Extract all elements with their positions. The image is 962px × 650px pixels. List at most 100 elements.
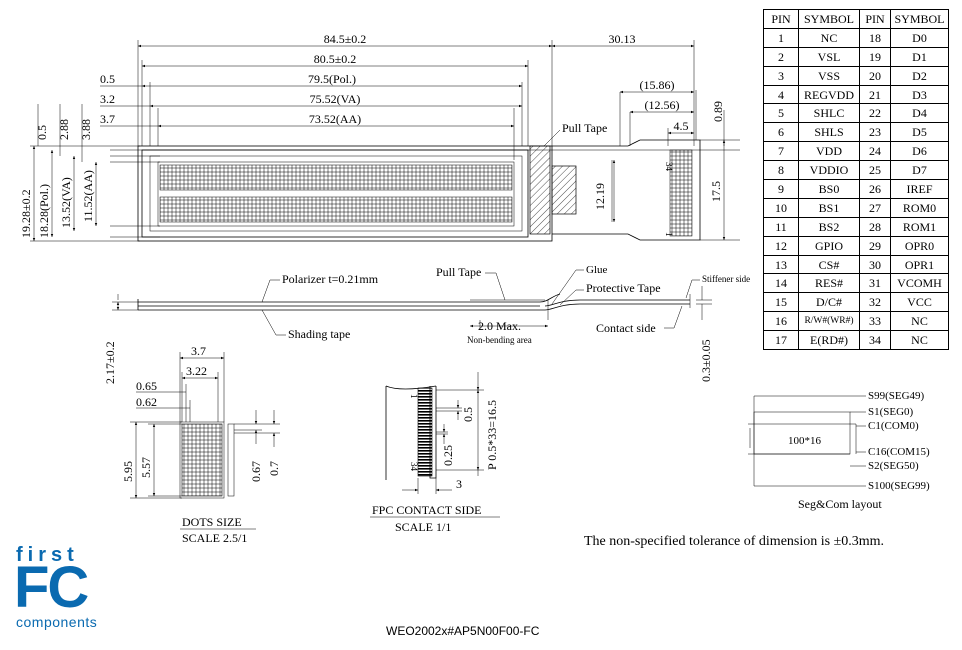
pin-number: 24 bbox=[859, 141, 891, 162]
dot-0-62: 0.62 bbox=[136, 395, 157, 409]
fpc-dim-0-25: 0.25 bbox=[441, 445, 455, 466]
pin-symbol: D/C# bbox=[798, 292, 860, 313]
fpc-contacts-top bbox=[669, 149, 693, 237]
left-dimensions: 19.28±0.2 18.28(Pol.) 13.52(VA) 11.52(AA… bbox=[19, 145, 140, 242]
dot-0-65: 0.65 bbox=[136, 379, 157, 393]
pin-number: 28 bbox=[859, 216, 891, 237]
pin-number: 11 bbox=[763, 216, 799, 237]
shading-tape-label: Shading tape bbox=[288, 327, 350, 341]
pin-number: 25 bbox=[859, 160, 891, 181]
dim-18-28: 18.28(Pol.) bbox=[37, 184, 51, 238]
dot-3-22: 3.22 bbox=[186, 364, 207, 378]
dim-80-5: 80.5±0.2 bbox=[314, 52, 357, 66]
pin-symbol: ROM1 bbox=[890, 216, 949, 237]
pin-number: 17 bbox=[763, 330, 799, 351]
pin-number: 6 bbox=[763, 122, 799, 143]
dots-size-scale: SCALE 2.5/1 bbox=[182, 531, 247, 545]
seg-s1: S1(SEG0) bbox=[868, 406, 914, 418]
pin-number: 26 bbox=[859, 179, 891, 199]
contact-side-label: Contact side bbox=[596, 321, 656, 335]
pin-symbol: BS0 bbox=[798, 179, 860, 199]
pin-number: 20 bbox=[859, 65, 891, 86]
dot-5-95: 5.95 bbox=[121, 461, 135, 482]
pin-number: 18 bbox=[859, 27, 891, 48]
pin-number: 27 bbox=[859, 197, 891, 218]
pin-number: 29 bbox=[859, 235, 891, 256]
pin-symbol: GPIO bbox=[798, 235, 860, 256]
dim-73-52: 73.52(AA) bbox=[309, 112, 361, 126]
fpc-dim-pitch: P 0.5*33=16.5 bbox=[485, 400, 499, 470]
module-top-view bbox=[110, 139, 740, 242]
stiffener-side-label: Stiffener side bbox=[702, 274, 750, 284]
pin-table-header: PIN SYMBOL PIN SYMBOL bbox=[763, 9, 949, 29]
pin-symbol: RES# bbox=[798, 273, 860, 294]
character-matrix bbox=[159, 164, 513, 223]
pin-number: 32 bbox=[859, 292, 891, 313]
pin-number: 34 bbox=[859, 330, 891, 351]
seg-s99: S99(SEG49) bbox=[868, 390, 925, 402]
tolerance-note: The non-specified tolerance of dimension… bbox=[584, 534, 885, 549]
dots-size-detail: 3.7 3.22 0.65 0.62 5.95 5.57 0.67 0.7 bbox=[121, 344, 281, 499]
pin-number: 7 bbox=[763, 141, 799, 162]
pin-symbol: VSS bbox=[798, 65, 860, 86]
symbol-header: SYMBOL bbox=[890, 9, 949, 29]
pin-symbol: D0 bbox=[890, 27, 949, 48]
pin-symbol: D1 bbox=[890, 46, 949, 67]
protective-tape-label: Protective Tape bbox=[586, 281, 661, 295]
top-dimensions: 84.5±0.2 80.5±0.2 79.5(Pol.) 75.52(VA) 7… bbox=[35, 32, 697, 162]
dim-0-3: 0.3±0.05 bbox=[699, 339, 713, 382]
dim-2-0-max: 2.0 Max. bbox=[478, 319, 521, 333]
dim-2-17: 2.17±0.2 bbox=[103, 341, 117, 384]
pin-number: 19 bbox=[859, 46, 891, 67]
dim-0-5: 0.5 bbox=[100, 72, 115, 86]
dim-75-52: 75.52(VA) bbox=[310, 92, 361, 106]
dim-11-52: 11.52(AA) bbox=[81, 170, 95, 222]
pin-number: 13 bbox=[763, 254, 799, 275]
segcom-center: 100*16 bbox=[788, 435, 822, 447]
pin-symbol: D6 bbox=[890, 141, 949, 162]
pin-symbol: D3 bbox=[890, 84, 949, 105]
dim-79-5: 79.5(Pol.) bbox=[308, 72, 356, 86]
com-c16: C16(COM15) bbox=[868, 446, 930, 458]
fpc-side-pin-34: 34 bbox=[409, 462, 419, 472]
non-bending-label: Non-bending area bbox=[467, 335, 532, 345]
pin-symbol: D2 bbox=[890, 65, 949, 86]
model-number: WEO2002x#AP5N00F00-FC bbox=[386, 624, 540, 638]
pin-symbol: ROM0 bbox=[890, 197, 949, 218]
fpc-side-pin-1: 1 bbox=[409, 394, 419, 399]
pin-number: 12 bbox=[763, 235, 799, 256]
dim-3-2: 3.2 bbox=[100, 92, 115, 106]
seg-com-layout bbox=[748, 395, 866, 487]
pull-tape-hatch bbox=[529, 145, 551, 235]
polarizer-label: Polarizer t=0.21mm bbox=[282, 272, 379, 286]
pin-symbol: NC bbox=[890, 311, 949, 332]
module-side-view bbox=[112, 286, 712, 330]
dim-v-0-5: 0.5 bbox=[35, 125, 49, 140]
fpc-pin-1-top: 1 bbox=[664, 232, 674, 237]
dots-size-title: DOTS SIZE bbox=[182, 515, 242, 529]
pin-symbol: VSL bbox=[798, 46, 860, 67]
dim-15-86: (15.86) bbox=[640, 78, 675, 92]
pin-symbol: SHLC bbox=[798, 103, 860, 124]
pin-symbol: SHLS bbox=[798, 122, 860, 143]
logo-first: first bbox=[16, 544, 79, 566]
pin-number: 9 bbox=[763, 179, 799, 199]
pin-number: 33 bbox=[859, 311, 891, 332]
dim-13-52: 13.52(VA) bbox=[59, 177, 73, 228]
dim-12-56: (12.56) bbox=[645, 98, 680, 112]
company-logo: first FC components bbox=[14, 544, 124, 636]
pin-symbol: BS2 bbox=[798, 216, 860, 237]
pin-symbol: VCC bbox=[890, 292, 949, 313]
com-c1: C1(COM0) bbox=[868, 420, 919, 432]
logo-components: components bbox=[16, 614, 98, 630]
pin-symbol: NC bbox=[798, 27, 860, 48]
